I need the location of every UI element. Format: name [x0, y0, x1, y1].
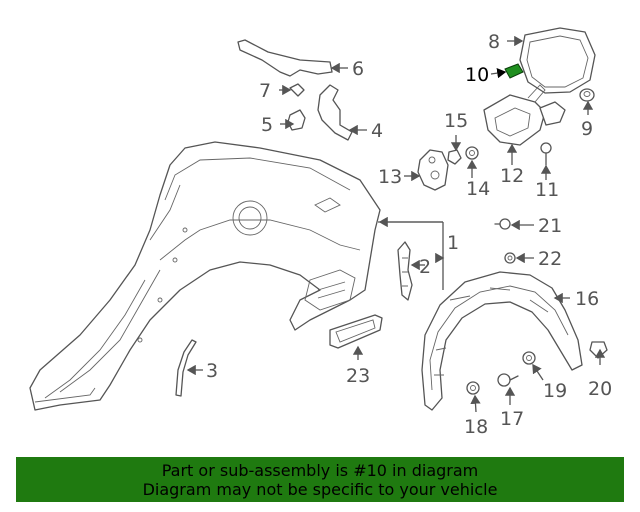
callout-label-2: 2	[419, 256, 431, 278]
callout-label-14: 14	[466, 178, 490, 200]
callout-label-19: 19	[543, 380, 567, 402]
clip-part-15	[447, 149, 462, 165]
callout-label-9: 9	[581, 118, 593, 140]
callout-label-3: 3	[206, 360, 218, 382]
callout-label-7: 7	[259, 80, 271, 102]
callout-label-13: 13	[378, 166, 402, 188]
callout-label-17: 17	[500, 408, 524, 430]
hinge-part-10-highlighted	[504, 63, 524, 79]
callout-label-23: 23	[346, 365, 370, 387]
screw-part-21	[494, 218, 511, 230]
callout-label-16: 16	[575, 288, 599, 310]
bolt-part-17	[497, 373, 519, 387]
grommet-part-9	[579, 88, 595, 102]
bracket-part-13	[417, 149, 449, 191]
callout-label-15: 15	[444, 110, 468, 132]
callout-label-10-highlighted: 10	[465, 64, 489, 86]
clip-part-7	[289, 83, 305, 97]
fuel-door-part-8	[519, 27, 596, 94]
screw-part-11	[540, 142, 552, 166]
wheel-liner-part-16	[421, 271, 583, 411]
clip-part-5	[287, 109, 306, 131]
rail-part-6	[237, 39, 333, 77]
banner-line-1: Part or sub-assembly is #10 in diagram	[161, 461, 479, 480]
callout-label-6: 6	[352, 58, 364, 80]
callout-label-4: 4	[371, 120, 383, 142]
quarter-panel-part	[29, 141, 381, 411]
callout-leaders	[186, 35, 606, 413]
callout-label-18: 18	[464, 416, 488, 438]
callout-label-22: 22	[538, 248, 562, 270]
bracket-part-2	[397, 241, 413, 301]
parts-diagram: 1 2 3 4 5 6 7 8 9 10 11 12 13 14 15 16 1…	[29, 27, 612, 438]
callout-label-12: 12	[500, 165, 524, 187]
info-banner: Part or sub-assembly is #10 in diagram D…	[16, 457, 624, 502]
callout-label-20: 20	[588, 378, 612, 400]
bracket-part-4	[317, 84, 353, 141]
callout-label-8: 8	[488, 31, 500, 53]
banner-line-2: Diagram may not be specific to your vehi…	[142, 480, 498, 499]
callout-label-21: 21	[538, 215, 562, 237]
moulding-part-3	[175, 339, 197, 397]
nut-part-14	[465, 146, 479, 160]
clip-part-20	[589, 341, 608, 359]
filler-housing-part-12	[483, 84, 566, 146]
callout-label-5: 5	[261, 114, 273, 136]
callout-label-1: 1	[447, 232, 459, 254]
nut-part-19	[522, 351, 536, 365]
clip-part-18	[466, 381, 480, 395]
callout-label-11: 11	[535, 179, 559, 201]
pad-part-23	[329, 314, 383, 349]
nut-part-22	[504, 252, 516, 264]
